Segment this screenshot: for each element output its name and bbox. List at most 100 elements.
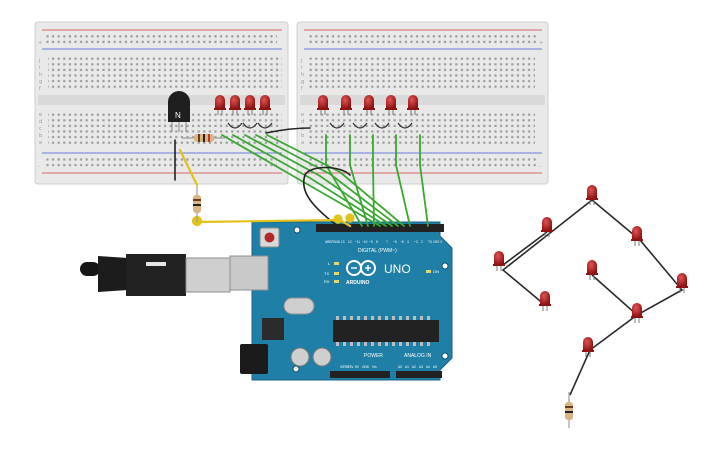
free-led[interactable] — [586, 185, 598, 205]
pin-label: IOREF — [340, 365, 350, 369]
breadboard-led[interactable] — [317, 95, 329, 115]
pin-label: ~5 — [400, 240, 404, 244]
breadboard-led[interactable] — [259, 95, 271, 115]
pin-label: 7 — [386, 240, 388, 244]
pin-label: A4 — [426, 365, 430, 369]
free-led[interactable] — [631, 303, 643, 323]
breadboard-led[interactable] — [214, 95, 226, 115]
pin-label: 2 — [421, 240, 423, 244]
pin-label: A3 — [419, 365, 423, 369]
row-letters-left-top: j i h g f — [38, 58, 42, 92]
power-label: POWER — [364, 353, 383, 359]
free-led[interactable] — [582, 337, 594, 357]
pin-label: 8 — [376, 240, 378, 244]
row-letter: h — [39, 72, 42, 78]
breadboard-leds[interactable] — [214, 95, 419, 115]
rail-plus-mark: + — [38, 40, 42, 46]
free-led[interactable] — [541, 217, 553, 237]
led-leg-arcs — [227, 122, 413, 129]
pin-label: 13 — [341, 240, 345, 244]
pin-label: ~10 — [362, 240, 368, 244]
reset-button[interactable] — [259, 227, 280, 248]
pin-label: A0 — [398, 365, 402, 369]
power-header[interactable] — [330, 371, 390, 378]
pin-label: Vin — [372, 365, 377, 369]
row-letter: g — [39, 79, 42, 85]
free-led[interactable] — [676, 273, 688, 293]
rx-label: RX — [324, 279, 330, 284]
row-letter: h — [301, 72, 304, 78]
model-label: UNO — [384, 262, 411, 276]
power-jack — [240, 344, 268, 374]
breadboard-led[interactable] — [385, 95, 397, 115]
row-letter: a — [301, 140, 304, 146]
breadboard-led[interactable] — [363, 95, 375, 115]
row-letter: c — [301, 126, 304, 132]
arduino-uno-board[interactable]: DIGITAL (PWM~) ARDUINO UNO L TX RX ON PO… — [229, 221, 453, 381]
row-letters-right-bottom: e d c b a — [301, 112, 304, 146]
wires-green[interactable] — [221, 134, 429, 227]
pin-label: 5V — [355, 365, 360, 369]
l-label: L — [328, 261, 331, 266]
breadboard-led[interactable] — [340, 95, 352, 115]
row-letter: g — [301, 79, 304, 85]
free-led[interactable] — [586, 260, 598, 280]
usb-port — [229, 255, 269, 291]
free-led[interactable] — [539, 291, 551, 311]
breadboard-led[interactable] — [407, 95, 419, 115]
row-letter: d — [39, 119, 42, 125]
row-letter: e — [301, 112, 304, 118]
resistor-vertical[interactable] — [193, 186, 201, 222]
resistor-free[interactable] — [565, 392, 573, 428]
usb-cable[interactable] — [80, 254, 231, 296]
pin-label: GND — [333, 240, 341, 244]
pin-label: RX 0 — [435, 240, 442, 244]
pin-label: A5 — [433, 365, 437, 369]
free-leds[interactable] — [493, 185, 688, 357]
pin-label: A2 — [412, 365, 416, 369]
pin-label: ~6 — [393, 240, 397, 244]
pin-label: 12 — [348, 240, 352, 244]
pin-label: 4 — [407, 240, 409, 244]
led-cluster-wires[interactable] — [501, 199, 684, 396]
analog-label: ANALOG IN — [404, 353, 432, 359]
pin-label: ~9 — [369, 240, 373, 244]
on-label: ON — [433, 269, 439, 274]
pin-label: ~11 — [355, 240, 360, 244]
pin-label: 3.3V — [347, 365, 354, 369]
rail-plus-mark: + — [539, 40, 543, 46]
analog-pin-labels: A0 A1 A2 A3 A4 A5 — [398, 365, 437, 369]
brand-label: ARDUINO — [346, 280, 369, 286]
row-letter: i — [39, 65, 40, 71]
row-letters-left-bottom: e d c b a — [39, 112, 42, 146]
digital-header[interactable] — [316, 224, 444, 232]
row-letter: f — [301, 86, 303, 92]
rail-minus-mark: - — [539, 164, 541, 170]
free-led[interactable] — [493, 251, 505, 271]
row-letters-right-top: j i h g f — [300, 58, 304, 92]
row-letter: f — [39, 86, 41, 92]
pin-label: GND — [362, 365, 370, 369]
breadboard-led[interactable] — [244, 95, 256, 115]
analog-header[interactable] — [396, 371, 442, 378]
breadboard-led[interactable] — [229, 95, 241, 115]
row-letter: b — [301, 133, 304, 139]
row-letter: i — [301, 65, 302, 71]
breadboard-left[interactable]: + - j i h g f e d c b a — [34, 21, 289, 185]
resistor-breadboard[interactable] — [182, 134, 225, 142]
row-letter: b — [39, 133, 42, 139]
npn-transistor[interactable]: N — [168, 91, 190, 132]
arduino-logo — [346, 260, 376, 276]
pin-label: ~3 — [414, 240, 418, 244]
wires-black[interactable] — [174, 127, 351, 229]
free-led[interactable] — [631, 226, 643, 246]
breadboard-right[interactable]: + - j i h g f e d c b a — [296, 21, 549, 185]
tx-label: TX — [324, 271, 329, 276]
row-letter: c — [39, 126, 42, 132]
pin-label: A1 — [405, 365, 409, 369]
wire-yellow[interactable] — [178, 148, 355, 228]
row-letter: a — [39, 140, 42, 146]
transistor-label: N — [175, 111, 181, 120]
pin-label: TX 1 — [428, 240, 435, 244]
row-letter: d — [301, 119, 304, 125]
